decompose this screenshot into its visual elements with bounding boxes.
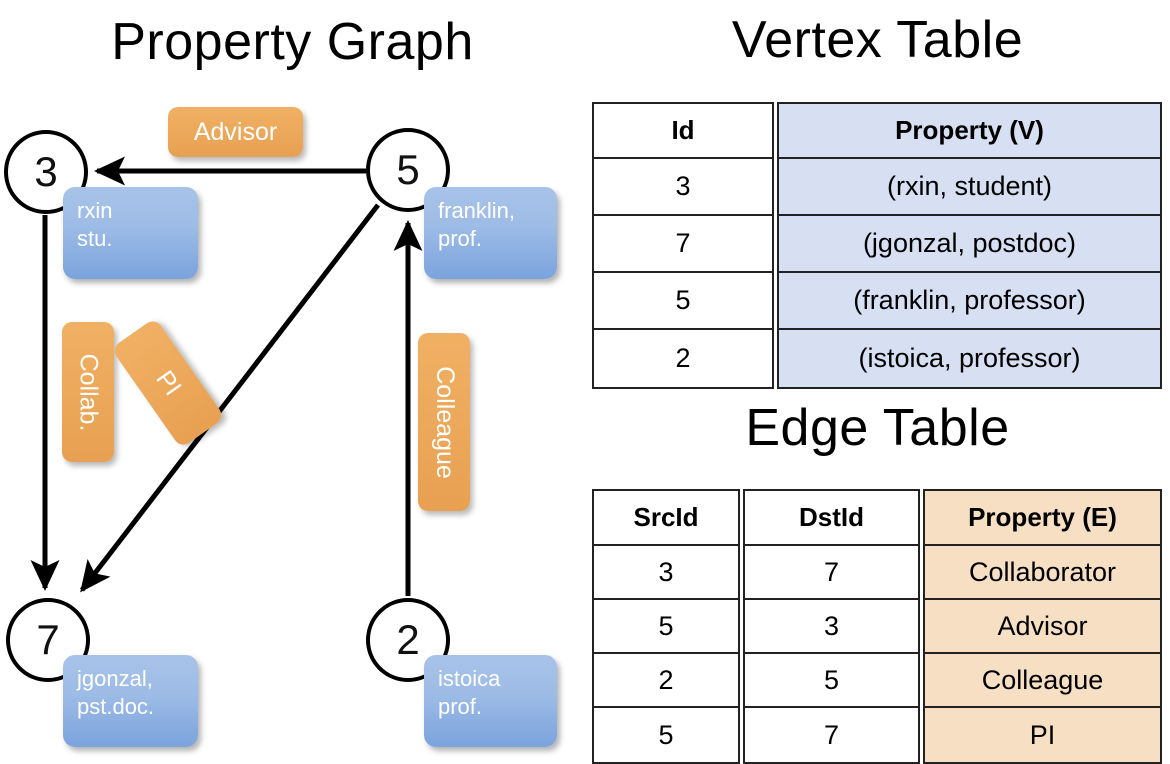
column-header-id: Id bbox=[594, 104, 772, 159]
table-cell-srcid: 5 bbox=[658, 719, 674, 750]
page-title-vertex-table: Vertex Table bbox=[731, 11, 1024, 69]
vertex-property-role: prof. bbox=[438, 694, 483, 720]
table-cell-dstid: 3 bbox=[745, 600, 918, 654]
table-cell-srcid: 2 bbox=[594, 654, 738, 708]
vertex-property-name: jgonzal, bbox=[77, 666, 153, 691]
column-header-property-e: Property (E) bbox=[925, 491, 1160, 546]
table-cell-id: 7 bbox=[594, 216, 772, 273]
column-header-dstid: DstId bbox=[745, 491, 918, 546]
node-label: 3 bbox=[34, 148, 58, 195]
vertex-property-card-7: jgonzal, pst.doc. bbox=[63, 655, 198, 747]
table-cell-property: Colleague bbox=[925, 654, 1160, 708]
node-label: 7 bbox=[36, 616, 60, 663]
vertex-property-role: pst.doc. bbox=[77, 694, 155, 720]
column-header-srcid: SrcId bbox=[594, 491, 738, 546]
vertex-property-name: istoica bbox=[438, 666, 501, 691]
graph-node-5[interactable]: 5 bbox=[366, 128, 450, 212]
table-cell-property: (rxin, student) bbox=[779, 159, 1160, 216]
table-cell-srcid: 5 bbox=[594, 600, 738, 654]
table-cell-srcid: 3 bbox=[594, 546, 738, 600]
table-cell-property: (franklin, professor) bbox=[779, 273, 1160, 330]
vertex-property-role: stu. bbox=[77, 226, 113, 252]
edge-label-text: PI bbox=[150, 365, 187, 401]
edge-table-dstid-column: DstId 7 3 5 7 bbox=[743, 489, 920, 764]
page-title-edge-table: Edge Table bbox=[745, 399, 1010, 457]
vertex-table-property-column: Property (V) (rxin, student) (jgonzal, p… bbox=[777, 102, 1162, 389]
edge-arrow-5-to-7 bbox=[80, 203, 380, 593]
property-graph-panel: Property Graph 3 5 7 2 rxin stu. frankli… bbox=[0, 0, 585, 760]
edge-label-advisor: Advisor bbox=[168, 107, 303, 157]
table-cell-dstid: 7 bbox=[745, 546, 918, 600]
page-title-property-graph: Property Graph bbox=[111, 13, 474, 71]
edge-label-collab: Collab. bbox=[62, 322, 114, 462]
node-label: 2 bbox=[396, 616, 420, 663]
vertex-property-card-2: istoica prof. bbox=[424, 655, 557, 747]
edge-label-text: Colleague bbox=[430, 365, 459, 479]
vertex-property-role: prof. bbox=[438, 226, 483, 252]
table-cell-id: 2 bbox=[675, 343, 691, 373]
table-cell-id: 3 bbox=[594, 159, 772, 216]
vertex-table-id-column: Id 3 7 5 2 bbox=[592, 102, 774, 389]
table-cell-dstid: 7 bbox=[823, 719, 840, 750]
table-cell-property: Collaborator bbox=[925, 546, 1160, 600]
vertex-property-name: rxin bbox=[77, 198, 113, 223]
vertex-table: Id 3 7 5 2 Property (V) (rxin, student) … bbox=[592, 102, 1162, 389]
table-cell-dstid: 5 bbox=[745, 654, 918, 708]
vertex-property-card-5: franklin, prof. bbox=[424, 187, 557, 279]
table-cell-property: (jgonzal, postdoc) bbox=[779, 216, 1160, 273]
table-cell-property: PI bbox=[1029, 719, 1056, 750]
edge-table-property-column: Property (E) Collaborator Advisor Collea… bbox=[923, 489, 1162, 764]
edge-label-text: Advisor bbox=[193, 117, 278, 146]
edge-label-text: Collab. bbox=[74, 353, 103, 431]
node-label: 5 bbox=[396, 146, 420, 193]
vertex-property-card-3: rxin stu. bbox=[63, 187, 198, 279]
edge-table: SrcId 3 5 2 5 DstId 7 3 5 7 Property (E)… bbox=[592, 489, 1162, 764]
graph-node-2[interactable]: 2 bbox=[366, 598, 450, 682]
column-header-property-v: Property (V) bbox=[779, 104, 1160, 159]
table-cell-property: (istoica, professor) bbox=[858, 343, 1081, 373]
vertex-property-name: franklin, bbox=[438, 198, 516, 223]
graph-edge-arrows bbox=[30, 156, 423, 596]
table-cell-property: Advisor bbox=[925, 600, 1160, 654]
edge-label-colleague: Colleague bbox=[418, 333, 470, 511]
edge-table-srcid-column: SrcId 3 5 2 5 bbox=[592, 489, 740, 764]
table-cell-id: 5 bbox=[594, 273, 772, 330]
